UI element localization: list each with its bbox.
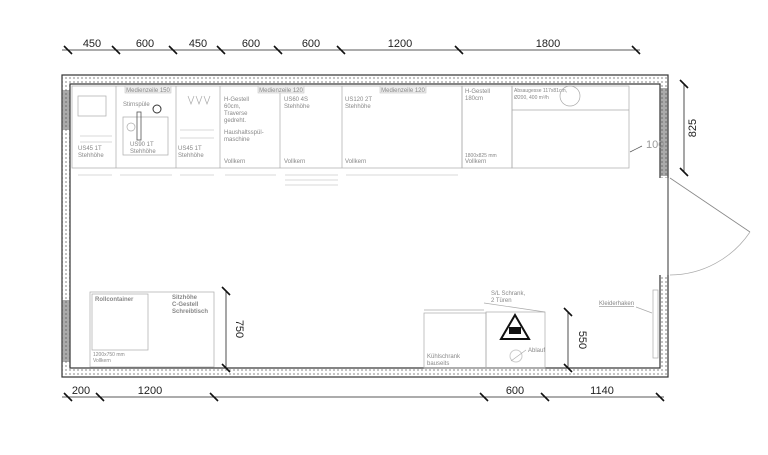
bottom-right-area: Kühlschrank bauseits S/L Schrank, 2 Türe… [423,289,659,373]
desk-l3: Schreibtisch [172,309,208,315]
dim-bottom-4: 1140 [590,385,614,397]
dim-wall-offset: 100 [646,139,664,151]
dim-top-4: 600 [242,38,260,50]
desk-l2: C-Gestell [172,302,199,308]
dim-top-5: 600 [302,38,320,50]
unit-4-l2: 60cm, [224,104,241,110]
dim-bottom-1: 200 [72,385,90,397]
unit-6-l1: US120 2T [345,97,372,103]
dim-desk-depth: 750 [233,320,245,338]
dim-top-7: 1800 [536,38,560,50]
coat-hooks-label: Kleiderhaken [599,301,634,307]
cabinet-l1: S/L Schrank, [491,291,525,297]
unit-5-l2: Stehhöhe [284,104,310,110]
unit-4-l3: Traverse [224,111,248,117]
desk-size: 1200x750 mm [93,352,125,358]
outlet-icon [152,104,162,114]
unit-4-l6: maschine [224,137,250,143]
hood-l1: Absaugesse 117x81cm, [514,88,567,94]
unit-4-foot: Vollkern [224,159,245,165]
fridge-l2: bauseits [427,361,449,367]
window-left-top [62,90,70,130]
dim-bottom-2: 1200 [138,385,162,397]
unit-7-size: 1800x825 mm [465,153,497,159]
unit-5-foot: Vollkern [284,159,305,165]
bottom-dimension-chain: 200 1200 600 1140 [62,385,665,402]
unit-7-l2: 180cm [465,96,483,102]
unit-3-l1: US45 1T [178,146,202,152]
media-row-1: Medienzeile 150 [126,88,170,94]
unit-5-l1: US60 4S [284,97,308,103]
unit-2-l1: US90 1T [130,142,154,148]
cabinet-l2: 2 Türen [491,298,512,304]
entry-door[interactable] [669,177,751,276]
unit-1-l2: Stehhöhe [78,153,104,159]
roll-container-label: Rollcontainer [95,297,134,303]
hood-l2: Ø200, 400 m³/h [514,95,549,101]
utensil-rack-icon [187,95,211,105]
cabinet [485,311,546,369]
drain-icon [509,349,523,363]
unit-2-l2: Stehhöhe [130,149,156,155]
unit-4-l4: gedreht. [224,118,246,124]
window-left-bottom [62,300,70,362]
appliance-icon [77,95,107,117]
door-opening [659,178,670,275]
roll-container [91,293,149,351]
window-right [660,88,668,176]
unit-3-l2: Stehhöhe [178,153,204,159]
unit-4-l1: H-Gestell [224,97,249,103]
fridge-l1: Kühlschrank [427,354,461,360]
dim-top-3: 450 [189,38,207,50]
exhaust-duct-icon [559,85,581,107]
unit-6-foot: Vollkern [345,159,366,165]
desk-area: Rollcontainer Sitzhöhe C-Gestell Schreib… [89,286,245,373]
unit-1-l1: US45 1T [78,146,102,152]
dim-top-6: 1200 [388,38,412,50]
media-row-3: Medienzeile 120 [381,88,425,94]
top-dimension-chain: 450 600 450 600 600 1200 1800 [62,38,641,55]
drain-label: Ablauf [528,348,545,354]
media-row-2: Medienzeile 120 [259,88,303,94]
sink-label: Stirnspüle [123,102,150,108]
desk-foot: Vollkern [93,358,111,364]
desk-l1: Sitzhöhe [172,295,198,301]
unit-7-l1: H-Gestell [465,89,490,95]
dim-bottom-3: 600 [506,385,524,397]
unit-4-l5: Haushaltsspül- [224,130,264,136]
sink-basin [122,116,169,156]
dim-right: 825 [687,119,699,137]
faucet-icon [136,111,142,141]
dim-cabinet-depth: 550 [576,331,588,349]
unit-6-l2: Stehhöhe [345,104,371,110]
coat-hooks [652,289,659,359]
top-kitchen-row: Medienzeile 150 Medienzeile 120 Medienze… [71,85,664,186]
right-dimension: 825 [679,79,699,177]
unit-7-foot: Vollkern [465,159,486,165]
dim-top-1: 450 [83,38,101,50]
dim-top-2: 600 [136,38,154,50]
